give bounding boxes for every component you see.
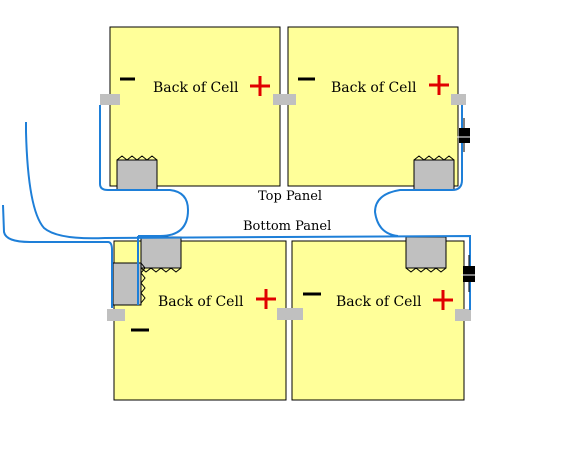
cell-label-top-right: Back of Cell	[331, 80, 417, 96]
cell-label-bottom-left: Back of Cell	[158, 294, 244, 310]
junction-pad-bottom-right	[405, 236, 447, 273]
junction-pad-top-left	[116, 155, 158, 191]
tab-top-right	[451, 94, 466, 105]
tab-top-left-left	[100, 94, 120, 105]
tab-bottom-left	[107, 309, 125, 321]
diode-icon-bottom	[461, 255, 477, 292]
cell-label-top-left: Back of Cell	[153, 80, 239, 96]
cell-label-bottom-right: Back of Cell	[336, 294, 422, 310]
tab-bottom-middle	[277, 308, 303, 320]
wire-top-panel-right-lead	[373, 105, 463, 237]
bottom-panel-label: Bottom Panel	[243, 219, 331, 234]
wire-bottom-panel-feed-lower	[2, 204, 113, 308]
junction-pad-bottom-left-top	[140, 236, 182, 273]
wire-top-panel-left-lead	[99, 105, 190, 237]
top-panel-label: Top Panel	[258, 189, 322, 204]
wire-bottom-panel-feed-upper	[25, 122, 471, 310]
plus-icon-top-right	[429, 75, 449, 95]
plus-icon-bottom-right	[433, 290, 453, 310]
plus-icon-bottom-left	[256, 289, 276, 309]
tab-top-middle	[273, 94, 296, 105]
plus-icon-top-left	[250, 76, 270, 96]
junction-pad-top-right	[413, 155, 455, 191]
diode-icon-top	[457, 118, 472, 152]
tab-bottom-right	[455, 309, 471, 321]
junction-pad-bottom-left-side	[112, 262, 146, 306]
